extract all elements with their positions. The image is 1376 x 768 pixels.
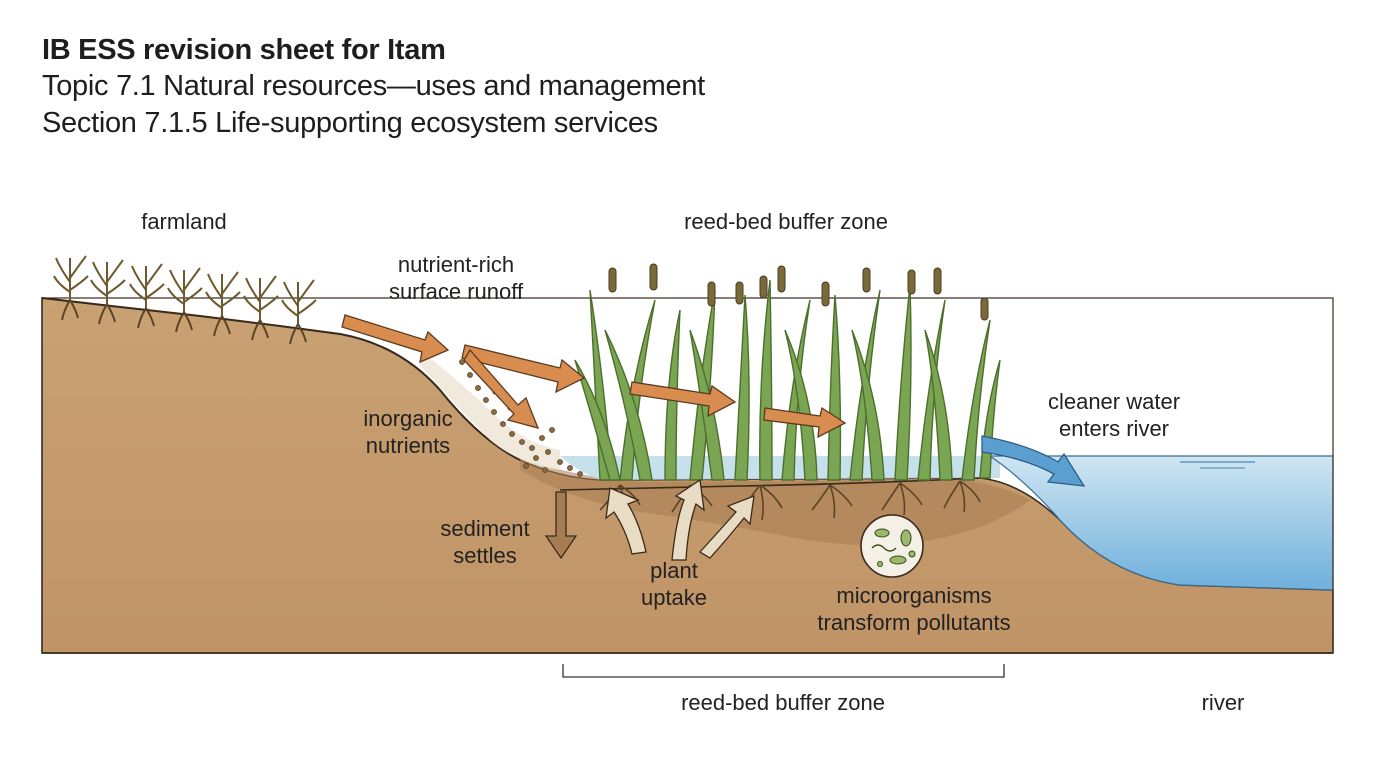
buffer-zone-bracket	[562, 664, 1005, 678]
buffer-zone-bottom-label: reed-bed buffer zone	[681, 690, 885, 715]
runoff-arrow	[463, 348, 540, 429]
runoff-arrow	[763, 406, 847, 439]
cattail-heads	[608, 263, 989, 321]
ground-surface	[41, 297, 521, 461]
crop-plant	[167, 267, 203, 333]
crop-plant	[281, 279, 317, 345]
sheet-title: IB ESS revision sheet for Itam	[42, 34, 446, 66]
runoff-arrow	[629, 381, 737, 418]
sediment-arrow	[544, 491, 578, 560]
crop-plant	[205, 271, 241, 337]
buffer-zone-top-label: reed-bed buffer zone	[684, 209, 888, 234]
runoff-arrows	[341, 314, 847, 439]
clean-water-arrow	[981, 435, 1086, 487]
section-line: Section 7.1.5 Life-supporting ecosystem …	[42, 107, 658, 139]
header: IB ESS revision sheet for Itam Topic 7.1…	[42, 32, 705, 142]
uptake-arrows	[605, 478, 755, 561]
crop-plant	[53, 255, 89, 321]
crop-plant	[243, 275, 279, 341]
river-label: river	[1201, 690, 1245, 715]
farm-crops	[53, 255, 317, 345]
marsh-bed-line	[559, 477, 981, 491]
topic-line: Topic 7.1 Natural resources—uses and man…	[42, 70, 705, 102]
runoff-wash	[420, 350, 560, 470]
microorganism-icon	[860, 514, 924, 578]
river-water	[988, 455, 1334, 591]
farmland-label: farmland	[141, 209, 227, 234]
runoff-arrow	[341, 314, 450, 364]
uptake-arrow	[671, 478, 705, 561]
reed-bed	[574, 279, 1001, 481]
uptake-arrow	[698, 494, 755, 559]
crop-plant	[90, 259, 126, 325]
crop-plant	[129, 263, 165, 329]
uptake-arrow	[605, 487, 647, 555]
